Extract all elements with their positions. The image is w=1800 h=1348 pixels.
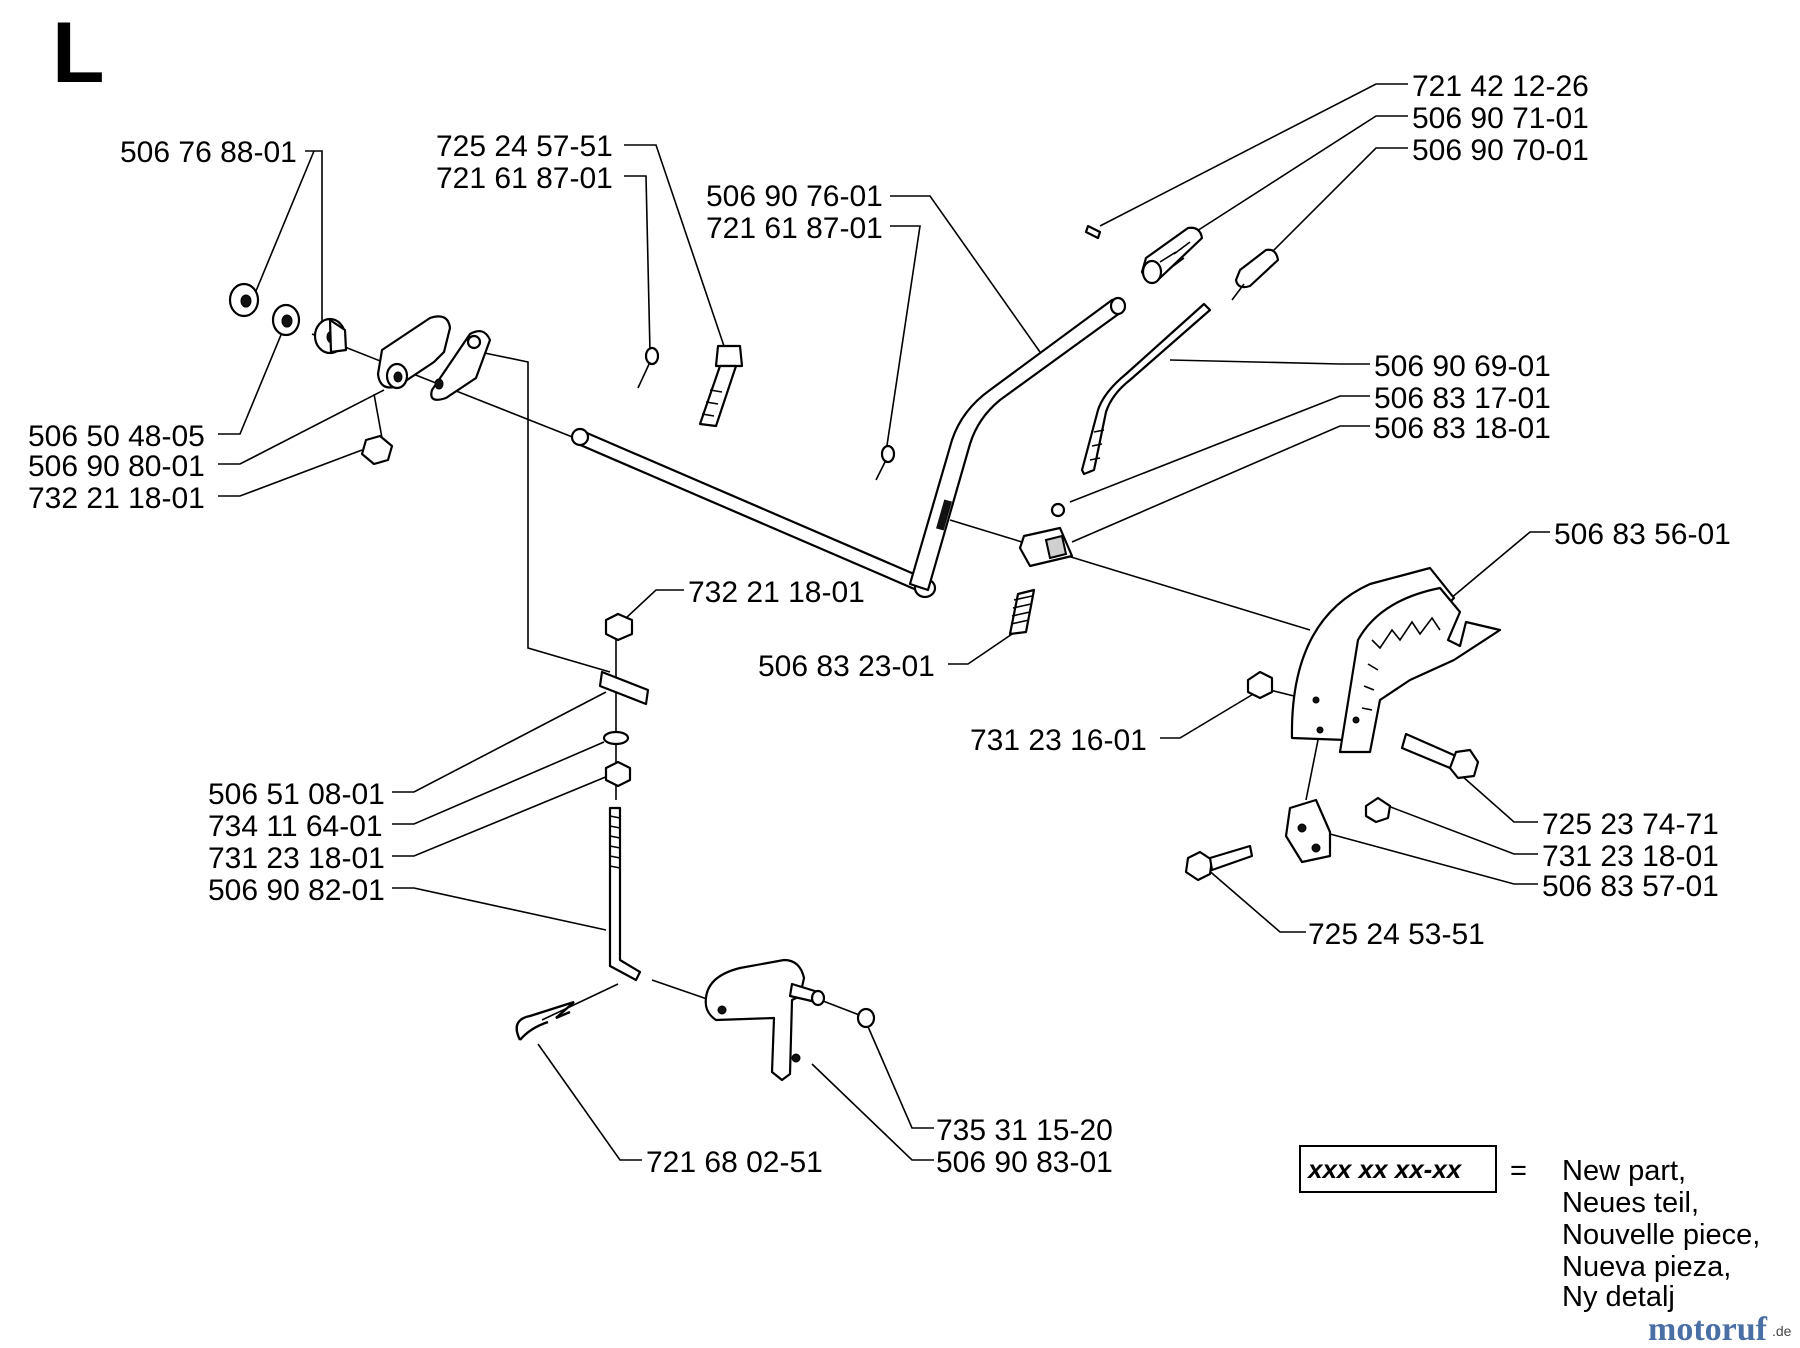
callout-label: 506 83 17-01 (1374, 382, 1551, 415)
threaded-rod (608, 806, 642, 982)
legend-line: Ny detalj (1562, 1281, 1675, 1313)
callout-label: 506 90 76-01 (706, 180, 883, 213)
legend-code-box (1299, 1145, 1497, 1193)
legend-line: Neues teil, (1562, 1187, 1699, 1219)
callout-label: 731 23 16-01 (970, 724, 1147, 757)
callout-labels: 506 76 88-01 725 24 57-51 721 61 87-01 5… (28, 70, 1731, 1179)
callout-label: 731 23 18-01 (1542, 840, 1719, 873)
legend-line: New part, (1562, 1155, 1686, 1187)
callout-label: 506 76 88-01 (120, 136, 297, 169)
callout-label: 725 23 74-71 (1542, 808, 1719, 841)
callout-label: 731 23 18-01 (208, 842, 385, 875)
spring (1008, 588, 1036, 636)
callout-label: 734 11 64-01 (208, 810, 383, 843)
callout-label: 506 90 69-01 (1374, 350, 1551, 383)
callout-label: 506 90 71-01 (1412, 102, 1589, 135)
callout-label: 506 50 48-05 (28, 420, 205, 453)
callout-label: 506 90 70-01 (1412, 134, 1589, 167)
latch-block (1018, 502, 1074, 568)
main-shaft (570, 296, 1127, 599)
block-bolt (1184, 844, 1254, 882)
callout-label: 721 68 02-51 (646, 1146, 823, 1179)
legend-line: Nueva pieza, (1562, 1251, 1731, 1283)
lever-plate (704, 958, 826, 1082)
callout-label: 732 21 18-01 (688, 576, 865, 609)
cotter-pins (637, 346, 896, 481)
callout-label: 506 51 08-01 (208, 778, 385, 811)
handle-grip (1084, 224, 1280, 301)
watermark-suffix: .de (1772, 1323, 1792, 1339)
callout-label: 506 90 82-01 (208, 874, 385, 907)
callout-label: 721 61 87-01 (706, 212, 883, 245)
callout-label: 725 24 57-51 (436, 130, 613, 163)
shaft-bolt (698, 344, 744, 428)
callout-label: 506 83 57-01 (1542, 870, 1719, 903)
legend-line: Nouvelle piece, (1562, 1219, 1760, 1251)
callout-label: 506 83 23-01 (758, 650, 935, 683)
ratchet-quadrant (1290, 566, 1502, 754)
retaining-clip (856, 1007, 876, 1029)
callout-label: 725 24 53-51 (1308, 918, 1485, 951)
clamp-block (1284, 796, 1392, 864)
callout-label: 721 42 12-26 (1412, 70, 1589, 103)
page-title: L (52, 5, 105, 101)
nut-quadrant (1246, 670, 1274, 700)
callout-label: 735 31 15-20 (936, 1114, 1113, 1147)
legend-equals: = (1510, 1155, 1527, 1187)
nut-left (360, 393, 394, 466)
callout-label: 732 21 18-01 (28, 482, 205, 515)
callout-label: 506 90 83-01 (936, 1146, 1113, 1179)
hairpin-clip (515, 1000, 575, 1041)
callout-label: 506 90 80-01 (28, 450, 205, 483)
quadrant-bolt (1400, 732, 1480, 780)
watermark-text: motoruf (1648, 1311, 1768, 1348)
legend-code: xxx xx xx-xx (1306, 1154, 1463, 1184)
linkage-parts (598, 612, 650, 788)
release-rod (1080, 302, 1212, 476)
pivot-bracket (376, 315, 492, 401)
watermark-logo: motoruf .de (1648, 1311, 1792, 1348)
callout-label: 721 61 87-01 (436, 162, 613, 195)
callout-label: 506 83 56-01 (1554, 518, 1731, 551)
bushing-group (228, 282, 348, 355)
callout-label: 506 83 18-01 (1374, 412, 1551, 445)
legend: xxx xx xx-xx = New part, Neues teil, Nou… (1299, 1145, 1760, 1313)
